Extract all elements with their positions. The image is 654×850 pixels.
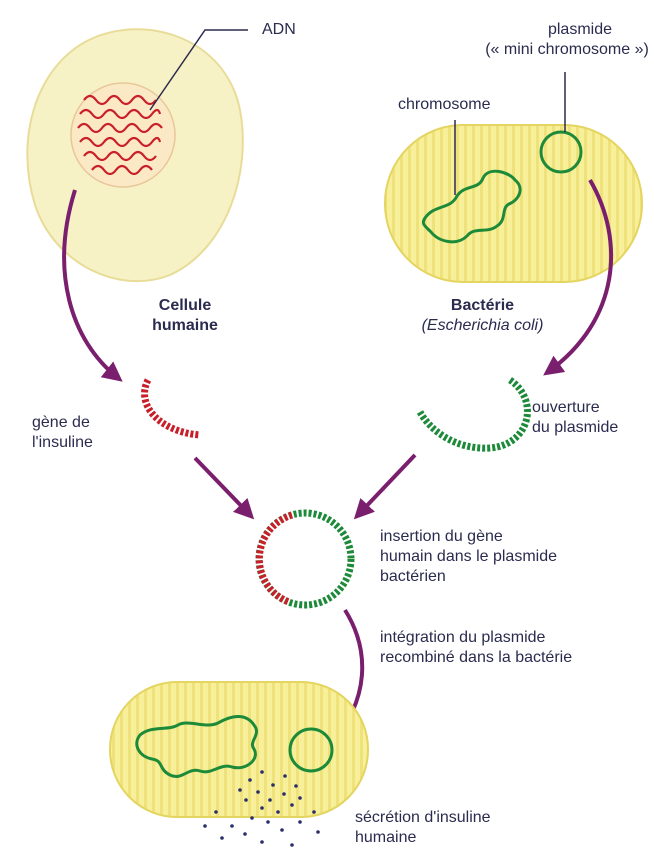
bacterium-top bbox=[385, 125, 642, 282]
insulin-dot bbox=[280, 828, 284, 832]
insulin-dot bbox=[312, 810, 316, 814]
insulin-dot bbox=[282, 792, 286, 796]
label-secretion-line1: sécrétion d'insuline bbox=[355, 808, 491, 828]
label-integration-line1: intégration du plasmide bbox=[380, 628, 572, 648]
label-cellule-line2: humaine bbox=[130, 316, 240, 336]
label-plasmide-line2: (« mini chromosome ») bbox=[462, 40, 654, 60]
label-ouverture-line1: ouverture bbox=[532, 398, 618, 418]
label-secretion: sécrétion d'insuline humaine bbox=[355, 808, 491, 848]
insulin-dot bbox=[230, 824, 234, 828]
label-bacterie: Bactérie (Escherichia coli) bbox=[390, 296, 575, 336]
insulin-dot bbox=[294, 784, 298, 788]
insulin-dot bbox=[268, 798, 272, 802]
insulin-dot bbox=[298, 796, 302, 800]
insulin-dot bbox=[298, 820, 302, 824]
insulin-dot bbox=[266, 820, 270, 824]
insulin-dot bbox=[256, 790, 260, 794]
insulin-dot bbox=[290, 843, 294, 847]
label-insertion-line3: bactérien bbox=[380, 567, 557, 587]
label-integration: intégration du plasmide recombiné dans l… bbox=[380, 628, 572, 668]
opened-plasmid bbox=[420, 380, 527, 448]
label-cellule-line1: Cellule bbox=[130, 296, 240, 316]
label-secretion-line2: humaine bbox=[355, 828, 491, 848]
label-insertion-line1: insertion du gène bbox=[380, 527, 557, 547]
label-cellule-humaine: Cellule humaine bbox=[130, 296, 240, 336]
insulin-dot bbox=[244, 798, 248, 802]
insulin-dot bbox=[260, 770, 264, 774]
label-gene-insuline: gène de l'insuline bbox=[32, 413, 93, 453]
recombinant-plasmid-human-gene bbox=[259, 515, 292, 602]
label-chromosome: chromosome bbox=[398, 95, 490, 115]
label-insertion: insertion du gène humain dans le plasmid… bbox=[380, 527, 557, 587]
label-gene-line2: l'insuline bbox=[32, 433, 93, 453]
bacterium-bottom bbox=[110, 682, 368, 817]
insulin-dot bbox=[290, 803, 294, 807]
insulin-dot bbox=[214, 810, 218, 814]
label-gene-line1: gène de bbox=[32, 413, 93, 433]
insulin-dot bbox=[243, 832, 247, 836]
arrow-gene-to-recombinant bbox=[195, 458, 250, 515]
label-integration-line2: recombiné dans la bactérie bbox=[380, 648, 572, 668]
arrow-plasmid-to-recombinant bbox=[358, 455, 415, 515]
insulin-dot bbox=[316, 830, 320, 834]
label-adn: ADN bbox=[262, 20, 296, 40]
insulin-dot bbox=[248, 778, 252, 782]
insulin-dot bbox=[203, 824, 207, 828]
label-plasmide-line1: plasmide bbox=[462, 20, 612, 40]
label-ouverture-line2: du plasmide bbox=[532, 418, 618, 438]
insulin-dot bbox=[271, 783, 275, 787]
label-insertion-line2: humain dans le plasmide bbox=[380, 547, 557, 567]
insulin-dot bbox=[260, 806, 264, 810]
insulin-dot bbox=[276, 810, 280, 814]
insulin-dot bbox=[283, 774, 287, 778]
label-plasmide: plasmide (« mini chromosome ») bbox=[462, 20, 654, 60]
insulin-dot bbox=[250, 816, 254, 820]
label-bacterie-line1: Bactérie bbox=[390, 296, 575, 316]
insulin-dot bbox=[220, 836, 224, 840]
label-bacterie-line2: (Escherichia coli) bbox=[390, 316, 575, 336]
insulin-dot bbox=[238, 788, 242, 792]
insulin-dot bbox=[260, 840, 264, 844]
label-ouverture-plasmide: ouverture du plasmide bbox=[532, 398, 618, 438]
insulin-gene-fragment bbox=[145, 380, 200, 435]
